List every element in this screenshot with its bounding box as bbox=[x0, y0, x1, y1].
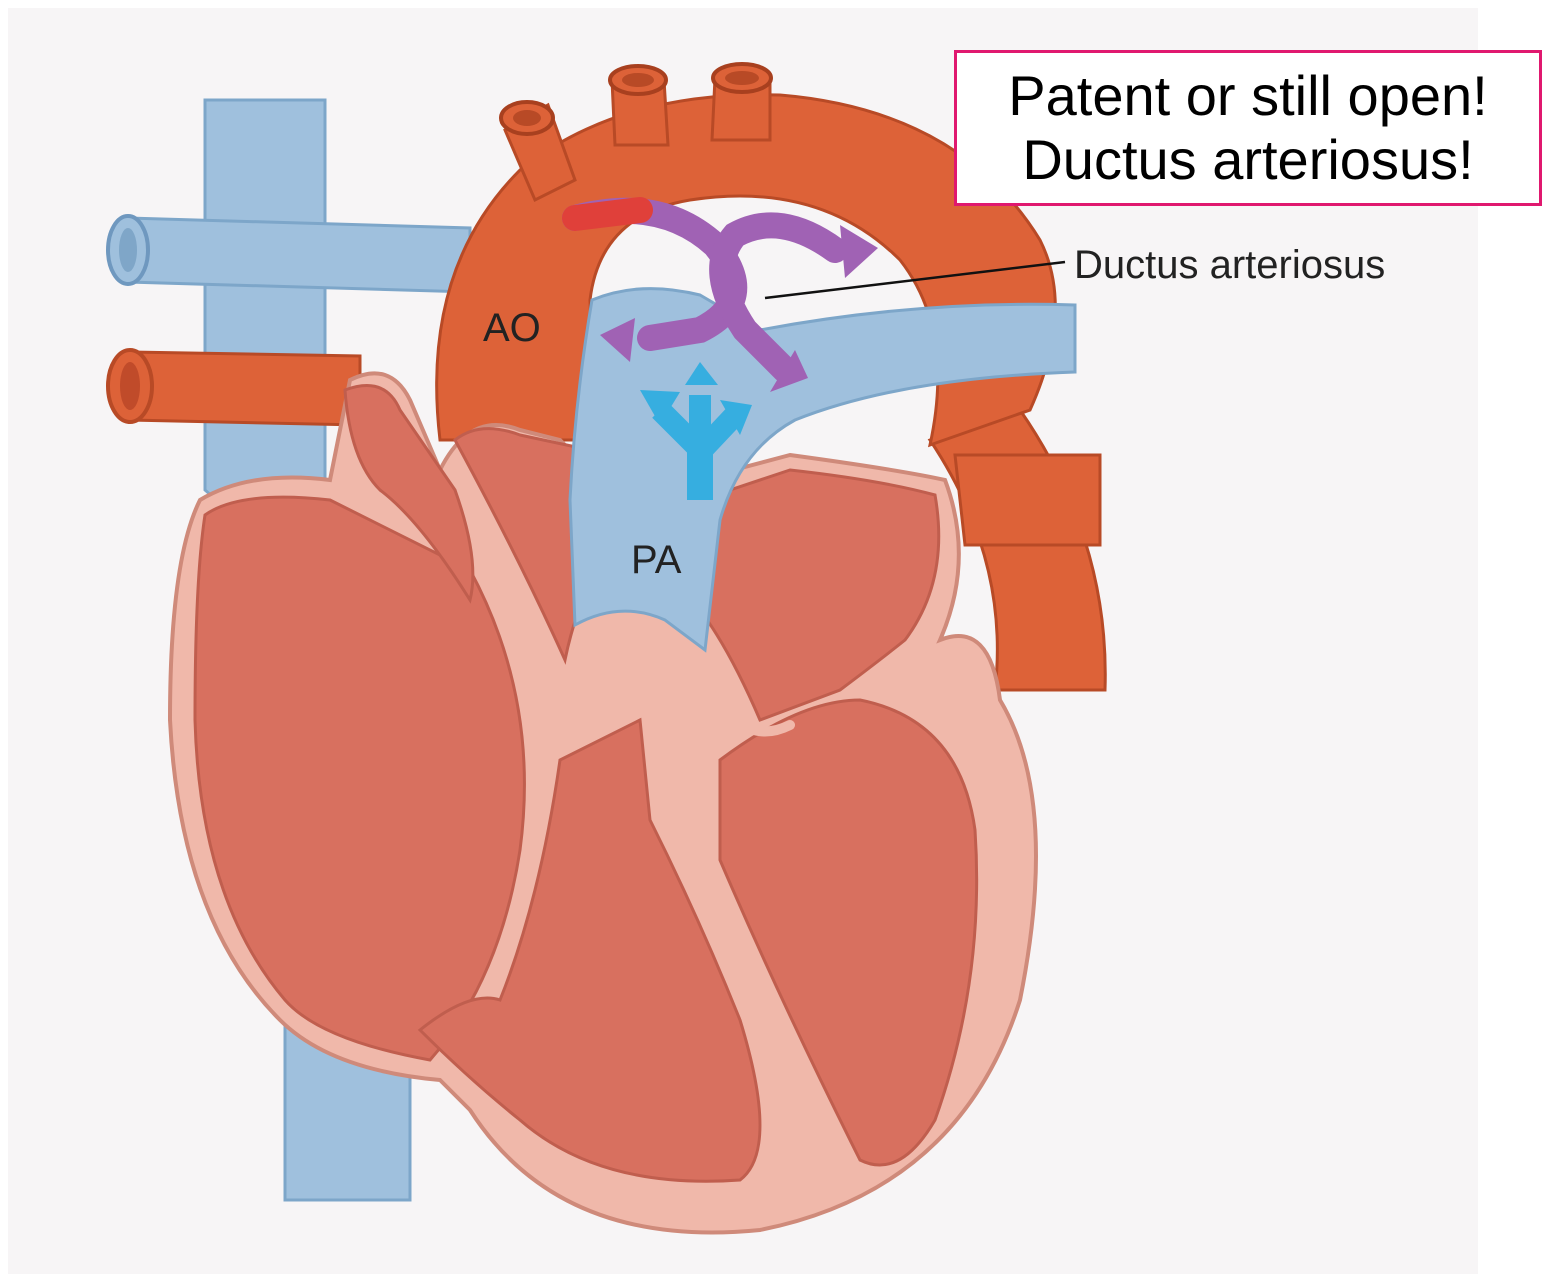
left-red-vessel bbox=[130, 352, 360, 425]
aorta-label: AO bbox=[483, 306, 541, 351]
callout-line-1: Patent or still open! bbox=[1008, 64, 1487, 128]
callout-line-2: Ductus arteriosus! bbox=[1022, 128, 1473, 192]
ductus-label: Ductus arteriosus bbox=[1074, 243, 1385, 288]
left-pulmonary-vessel bbox=[128, 218, 470, 292]
pulmonary-artery-label: PA bbox=[631, 538, 681, 583]
callout-box: Patent or still open! Ductus arteriosus! bbox=[954, 50, 1542, 206]
right-red-branch bbox=[955, 455, 1100, 545]
